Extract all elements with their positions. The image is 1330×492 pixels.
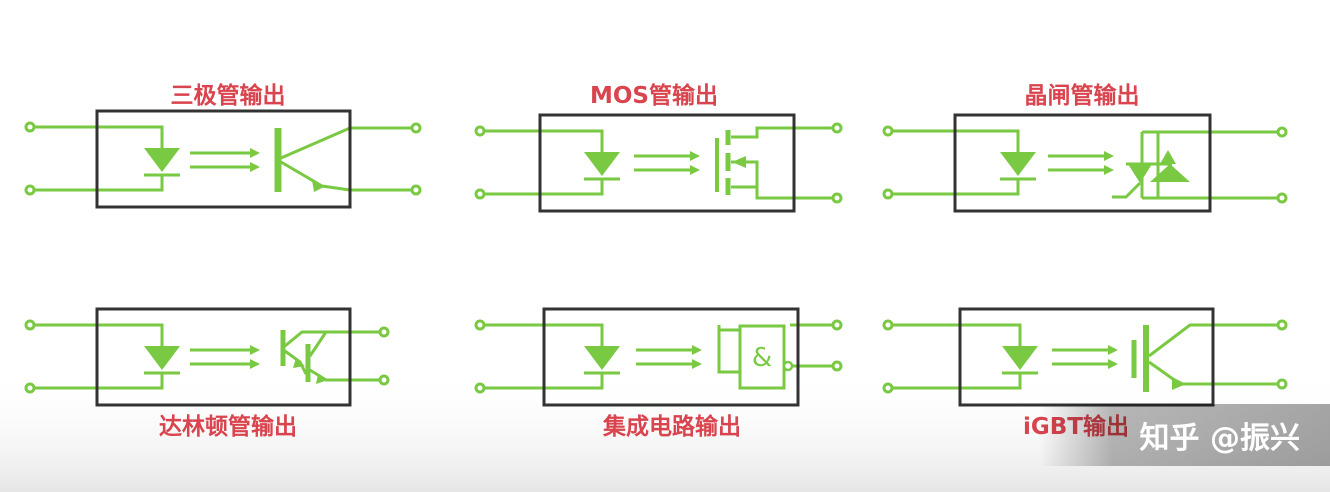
panel-transistor-output: 三极管输出 xyxy=(24,82,422,209)
led-icon xyxy=(144,148,180,177)
panel-darlington-output: 达林顿管输出 xyxy=(24,307,390,440)
panel-title: 达林顿管输出 xyxy=(159,413,297,440)
arrow-icon xyxy=(1108,345,1118,369)
mosfet-icon xyxy=(732,156,746,168)
panel-ic-output: & 集成电路输出 xyxy=(474,307,843,440)
coupler-box xyxy=(95,109,352,209)
coupler-box xyxy=(542,307,800,407)
npn-transistor-icon xyxy=(312,180,324,192)
coupler-box xyxy=(953,113,1212,213)
igbt-icon xyxy=(1172,377,1186,390)
arrow-icon xyxy=(250,148,260,172)
led-icon xyxy=(584,346,620,375)
darlington-transistor-icon xyxy=(293,358,328,384)
arrow-icon xyxy=(1104,151,1114,175)
panel-title: 三极管输出 xyxy=(171,82,286,109)
arrow-icon xyxy=(692,345,702,369)
watermark-text: 知乎 @振兴 xyxy=(1140,421,1300,456)
coupler-box xyxy=(95,307,352,407)
panel-mos-output: MOS管输出 xyxy=(474,82,843,213)
panel-title: MOS管输出 xyxy=(590,82,718,109)
led-icon xyxy=(584,152,620,181)
arrow-icon xyxy=(250,345,260,369)
led-icon xyxy=(1000,152,1036,181)
and-gate-icon: & xyxy=(738,324,794,390)
triac-icon xyxy=(1128,150,1190,183)
panel-title: 晶闸管输出 xyxy=(1025,82,1140,109)
coupler-box xyxy=(538,113,796,213)
panel-thyristor-output: 晶闸管输出 xyxy=(882,82,1288,213)
led-icon xyxy=(1002,346,1038,375)
panel-title: 集成电路输出 xyxy=(602,413,741,440)
gate-label: & xyxy=(752,343,772,373)
watermark: 知乎 @振兴 xyxy=(1040,404,1330,466)
arrow-icon xyxy=(690,151,700,175)
led-icon xyxy=(144,346,180,375)
